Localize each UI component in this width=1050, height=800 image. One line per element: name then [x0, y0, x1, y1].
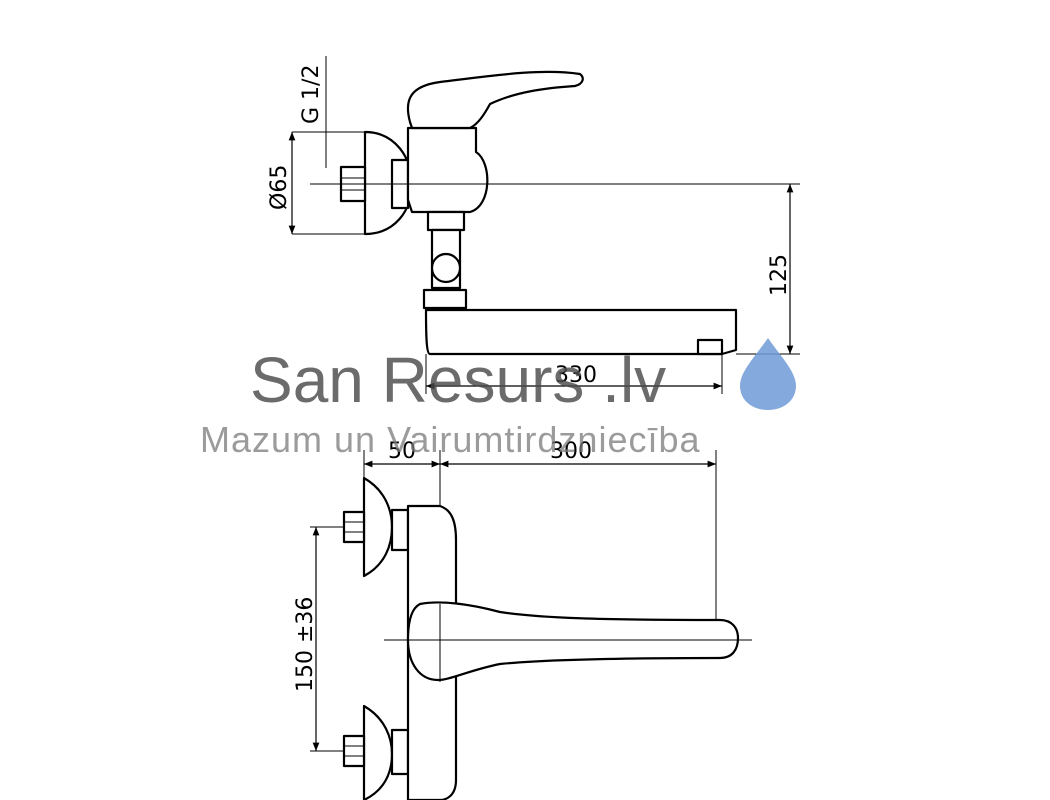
watermark-title: San Resurs .lv: [250, 344, 666, 416]
top-view: 50 300 150 ±36: [293, 439, 752, 800]
dim-spout-reach-label: 330: [555, 363, 597, 388]
dim-spout-height-label: 125: [767, 254, 792, 296]
top-upper-inlet-nut: [342, 510, 366, 544]
top-upper-union-nut: [390, 508, 410, 552]
dim-flange-diameter-label: Ø65: [267, 165, 292, 210]
water-drop-icon: [740, 338, 796, 410]
top-lower-flange: [362, 704, 394, 800]
side-swivel-top: [426, 210, 466, 232]
side-lever-handle: [406, 70, 584, 130]
dim-spout-length-label: 300: [550, 439, 592, 464]
dim-thread-label: G 1/2: [299, 65, 324, 124]
dim-wall-offset-label: 50: [388, 439, 416, 464]
top-upper-flange: [362, 476, 394, 578]
side-spout: [424, 308, 738, 356]
top-lever-handle: [406, 601, 740, 682]
side-swivel-bottom: [422, 288, 468, 310]
watermark-subtitle: Mazum un Vairumtirdzniecība: [200, 419, 701, 460]
watermark: San Resurs .lv Mazum un Vairumtirdzniecī…: [200, 338, 796, 460]
top-lower-union-nut: [390, 728, 410, 776]
side-view: G 1/2 Ø65 125 330: [267, 56, 800, 394]
top-lower-inlet-nut: [342, 734, 366, 768]
side-faucet-body: [406, 126, 489, 214]
dim-inlet-spacing-label: 150 ±36: [293, 597, 318, 692]
side-aerator: [696, 338, 724, 356]
